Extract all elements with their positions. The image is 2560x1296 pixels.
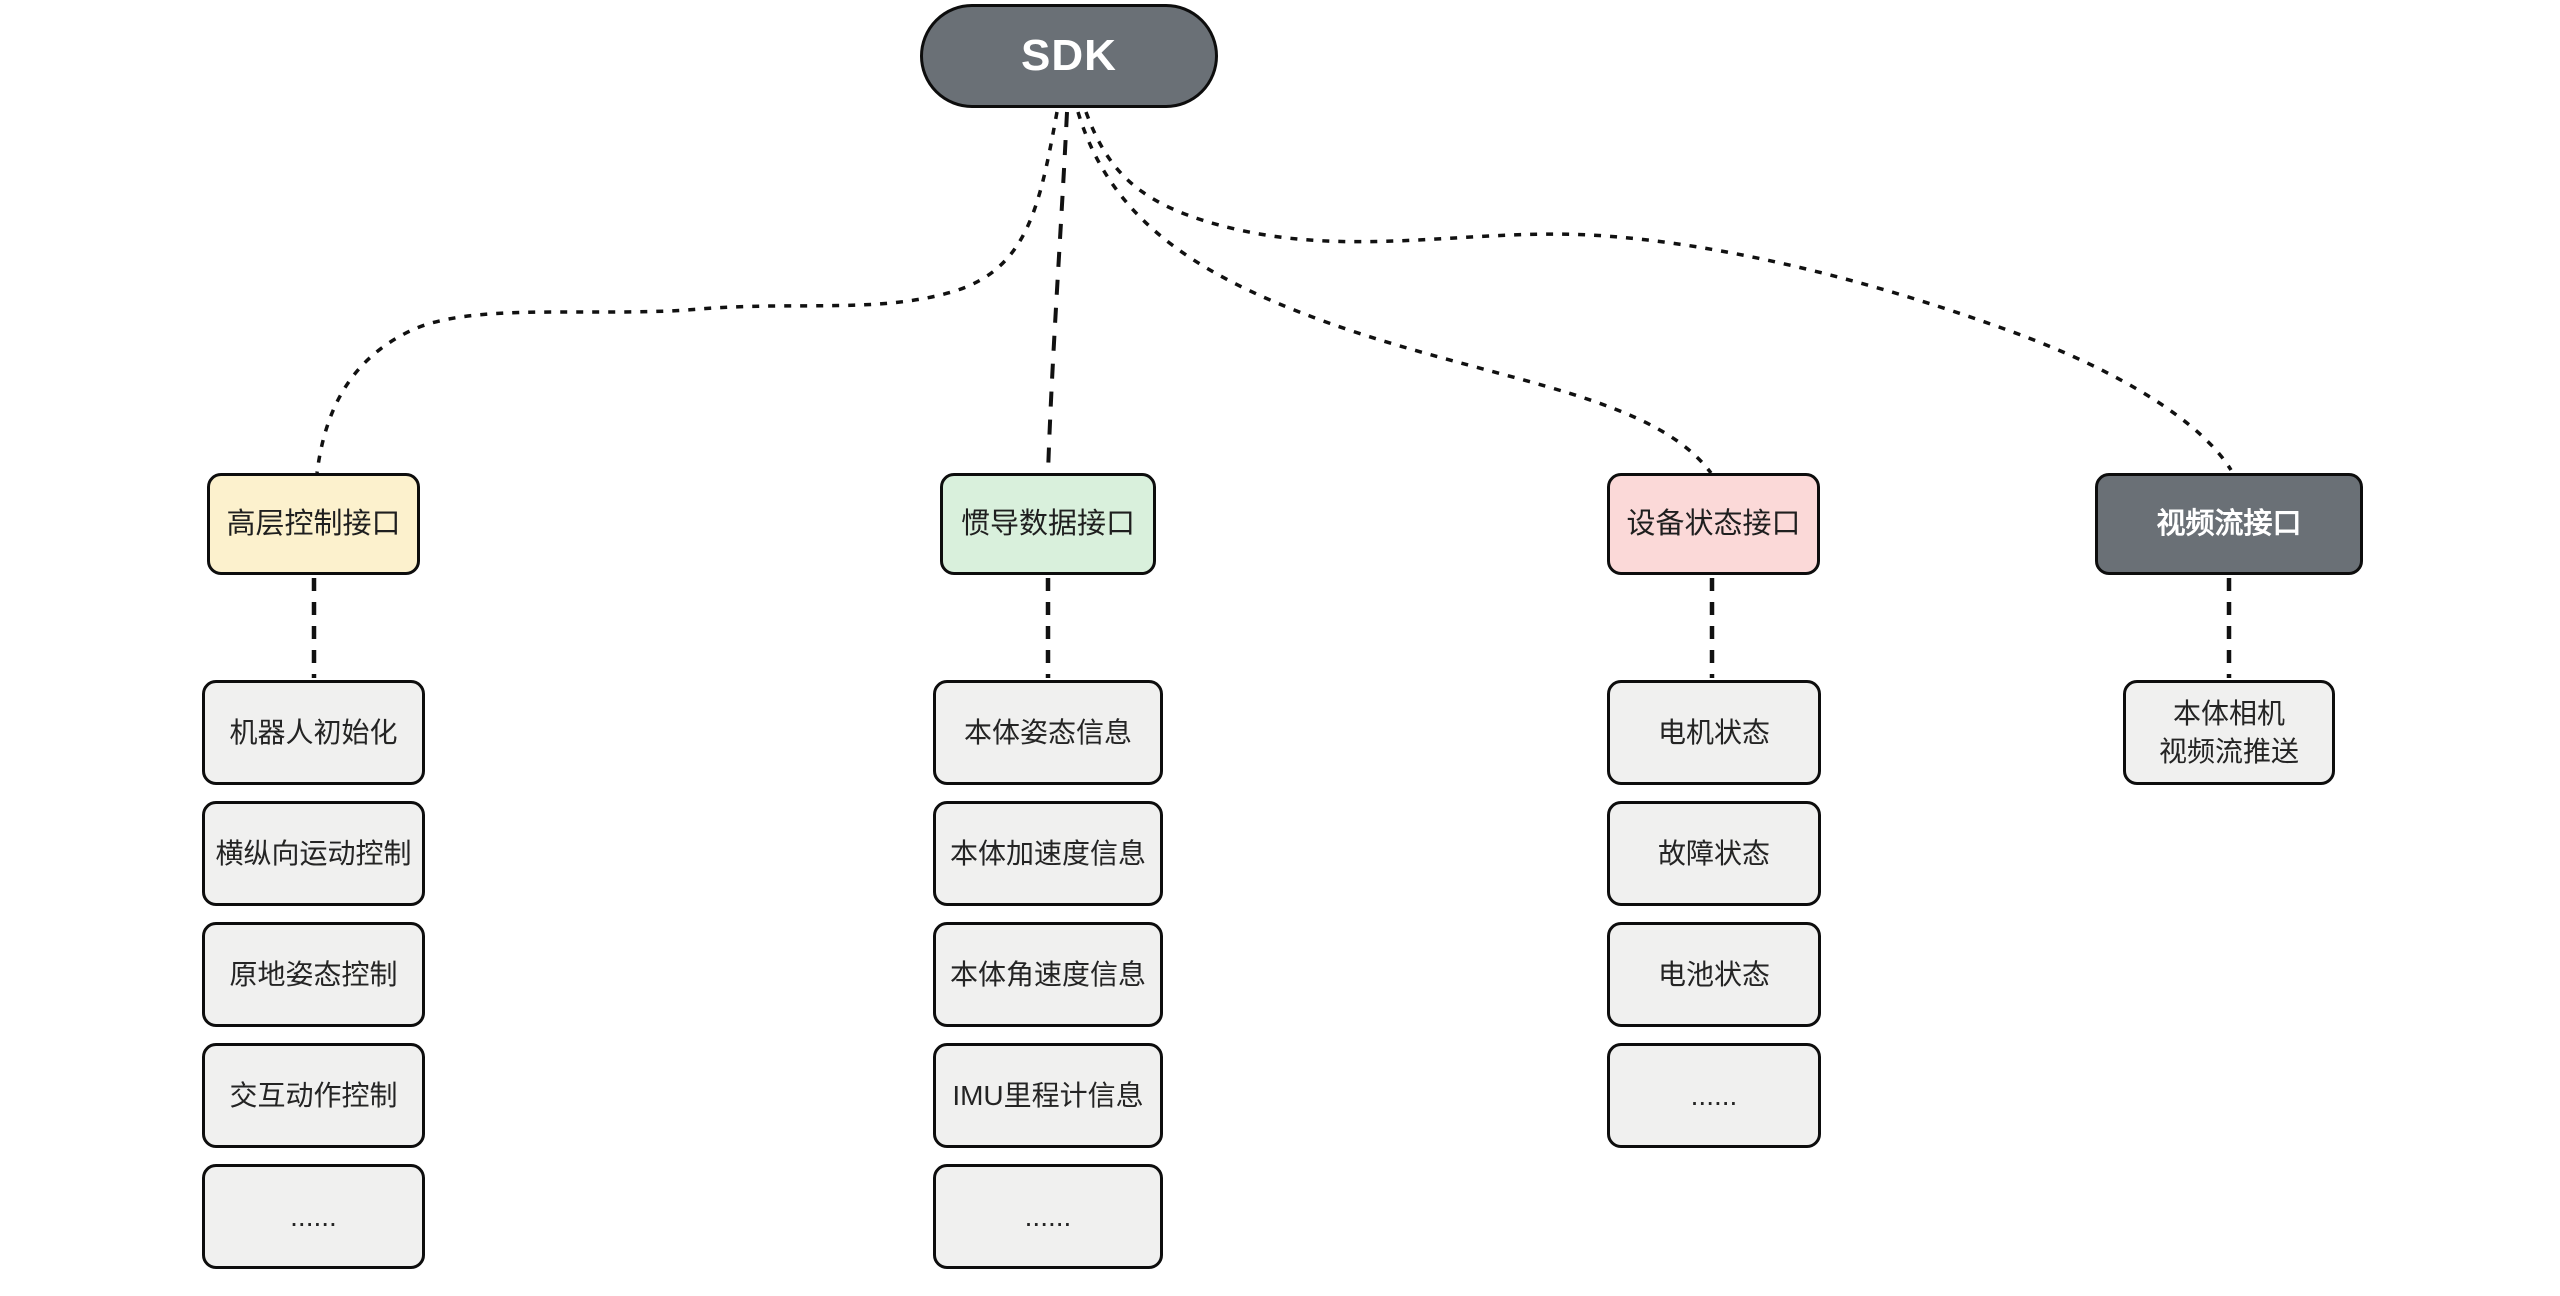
branch-column-video-stream: 视频流接口 本体相机 视频流推送: [2095, 473, 2363, 785]
branch-header-device-status: 设备状态接口: [1607, 473, 1820, 575]
child-node: 机器人初始化: [202, 680, 425, 785]
child-node: 横纵向运动控制: [202, 801, 425, 906]
child-node: 原地姿态控制: [202, 922, 425, 1027]
connector-root-to-col4: [1084, 111, 2233, 471]
branch-children: 机器人初始化横纵向运动控制原地姿态控制交互动作控制......: [202, 680, 425, 1269]
child-node: ......: [933, 1164, 1163, 1269]
branch-children: 电机状态故障状态电池状态......: [1607, 680, 1821, 1148]
child-node: 电机状态: [1607, 680, 1821, 785]
child-node: 本体相机 视频流推送: [2123, 680, 2335, 785]
branch-header-video-stream: 视频流接口: [2095, 473, 2363, 575]
branch-children: 本体姿态信息本体加速度信息本体角速度信息 IMU里程计信息......: [933, 680, 1163, 1269]
branch-header-inertial-data: 惯导数据接口: [940, 473, 1156, 575]
branch-children: 本体相机 视频流推送: [2123, 680, 2335, 785]
connector-root-to-col2: [1046, 111, 1069, 474]
child-node: 本体角速度信息: [933, 922, 1163, 1027]
child-node: 本体加速度信息: [933, 801, 1163, 906]
child-node: 交互动作控制: [202, 1043, 425, 1148]
child-node: ......: [1607, 1043, 1821, 1148]
connector-root-to-col3: [1076, 111, 1713, 475]
child-node: 本体姿态信息: [933, 680, 1163, 785]
connector-root-to-col1: [315, 111, 1059, 474]
branch-column-high-level-control: 高层控制接口 机器人初始化横纵向运动控制原地姿态控制交互动作控制......: [202, 473, 425, 1269]
branch-column-inertial-data: 惯导数据接口 本体姿态信息本体加速度信息本体角速度信息 IMU里程计信息.....…: [933, 473, 1163, 1269]
child-node: ......: [202, 1164, 425, 1269]
branch-header-high-level-control: 高层控制接口: [207, 473, 420, 575]
child-node: 电池状态: [1607, 922, 1821, 1027]
root-node-sdk: SDK: [920, 4, 1218, 108]
child-node: 故障状态: [1607, 801, 1821, 906]
child-node: IMU里程计信息: [933, 1043, 1163, 1148]
branch-column-device-status: 设备状态接口 电机状态故障状态电池状态......: [1607, 473, 1821, 1148]
